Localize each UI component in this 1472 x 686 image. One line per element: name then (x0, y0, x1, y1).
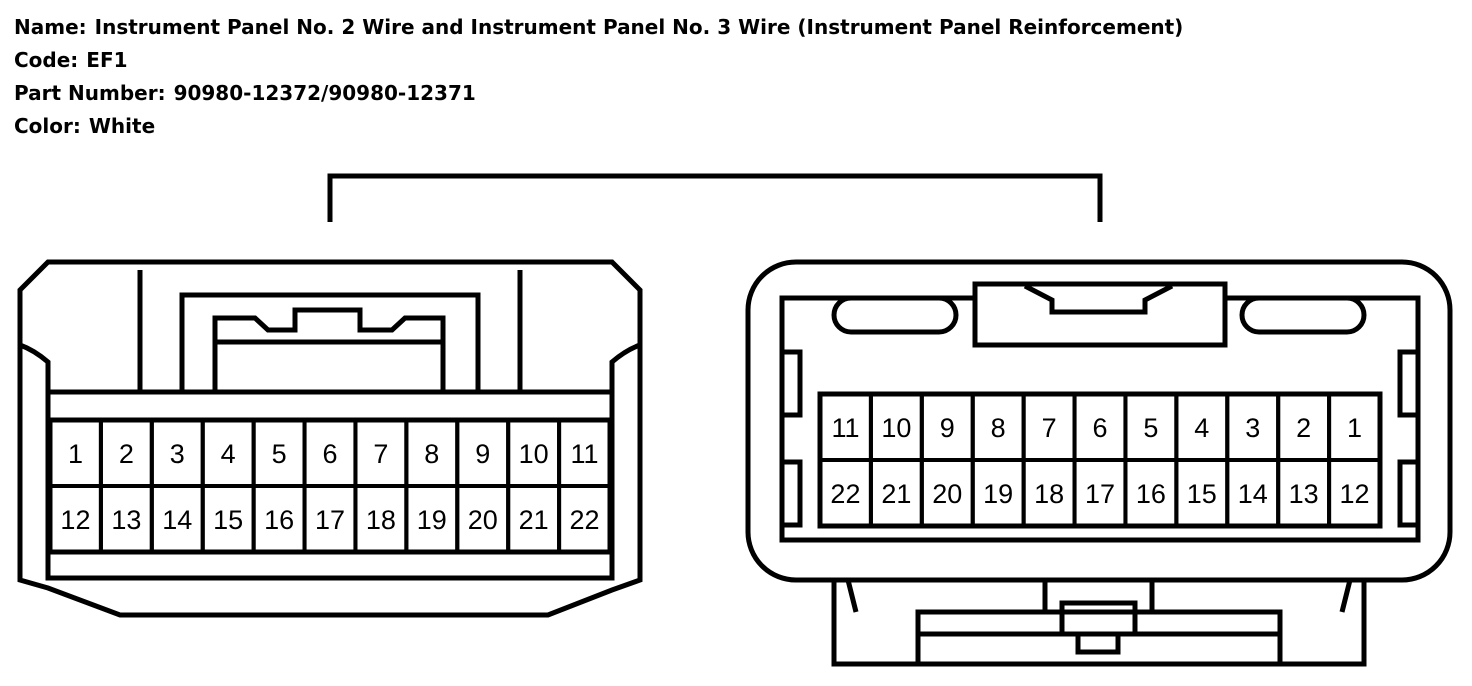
left-pin-label: 21 (519, 505, 549, 535)
right-pin-label: 13 (1289, 479, 1319, 509)
right-pin-label: 5 (1143, 413, 1158, 443)
left-pin-label: 16 (264, 505, 294, 535)
left-pin-label: 22 (570, 505, 600, 535)
left-pin-label: 12 (60, 505, 90, 535)
left-pin-label: 11 (571, 439, 599, 469)
right-pin-label: 9 (940, 413, 955, 443)
name-value: Instrument Panel No. 2 Wire and Instrume… (94, 15, 1184, 39)
left-pin-label: 2 (119, 439, 134, 469)
right-pin-label: 10 (881, 413, 911, 443)
right-pin-cell (1327, 458, 1383, 528)
right-pin-label: 14 (1238, 479, 1268, 509)
right-pin-label: 22 (830, 479, 860, 509)
left-pin-label: 9 (475, 439, 490, 469)
right-pin-label: 17 (1085, 479, 1115, 509)
right-pin-label: 2 (1296, 413, 1311, 443)
left-pin-label: 8 (424, 439, 439, 469)
left-pin-label: 3 (170, 439, 185, 469)
code-label: Code: (14, 48, 79, 72)
right-pin-label: 4 (1194, 413, 1209, 443)
left-pin-label: 1 (68, 439, 83, 469)
left-pin-label: 15 (213, 505, 243, 535)
left-pin-label: 10 (519, 439, 549, 469)
part-number-value: 90980-12372/90980-12371 (173, 81, 476, 105)
right-connector-body (745, 259, 1453, 667)
part-number-label: Part Number: (14, 81, 166, 105)
right-pin-label: 12 (1340, 479, 1370, 509)
right-pin-label: 16 (1136, 479, 1166, 509)
left-pin-label: 17 (315, 505, 345, 535)
right-pin-label: 1 (1347, 413, 1362, 443)
right-pin-label: 21 (881, 479, 911, 509)
left-pin-label: 19 (417, 505, 447, 535)
right-pin-label: 18 (1034, 479, 1064, 509)
right-pin-label: 3 (1245, 413, 1260, 443)
left-pin-cell (557, 484, 612, 554)
name-label: Name: (14, 15, 87, 39)
left-pin-label: 6 (322, 439, 337, 469)
left-pin-label: 20 (468, 505, 498, 535)
right-pin-label: 11 (831, 413, 859, 443)
part-number-line: Part Number: 90980-12372/90980-12371 (14, 78, 476, 108)
code-value: EF1 (86, 48, 128, 72)
left-pin-label: 7 (373, 439, 388, 469)
connector-pair-bracket (327, 173, 1103, 222)
right-pin-label: 6 (1092, 413, 1107, 443)
right-pin-label: 19 (983, 479, 1013, 509)
name-line: Name: Instrument Panel No. 2 Wire and Ins… (14, 12, 1183, 42)
right-pin-label: 15 (1187, 479, 1217, 509)
left-pin-label: 13 (111, 505, 141, 535)
left-pin-label: 18 (366, 505, 396, 535)
left-pin-label: 5 (272, 439, 287, 469)
color-line: Color: White (14, 111, 155, 141)
color-label: Color: (14, 114, 81, 138)
color-value: White (88, 114, 156, 138)
right-pin-label: 8 (991, 413, 1006, 443)
code-line: Code: EF1 (14, 45, 128, 75)
left-pin-label: 14 (162, 505, 192, 535)
left-pin-label: 4 (221, 439, 236, 469)
right-pin-label: 7 (1042, 413, 1057, 443)
right-pin-label: 20 (932, 479, 962, 509)
